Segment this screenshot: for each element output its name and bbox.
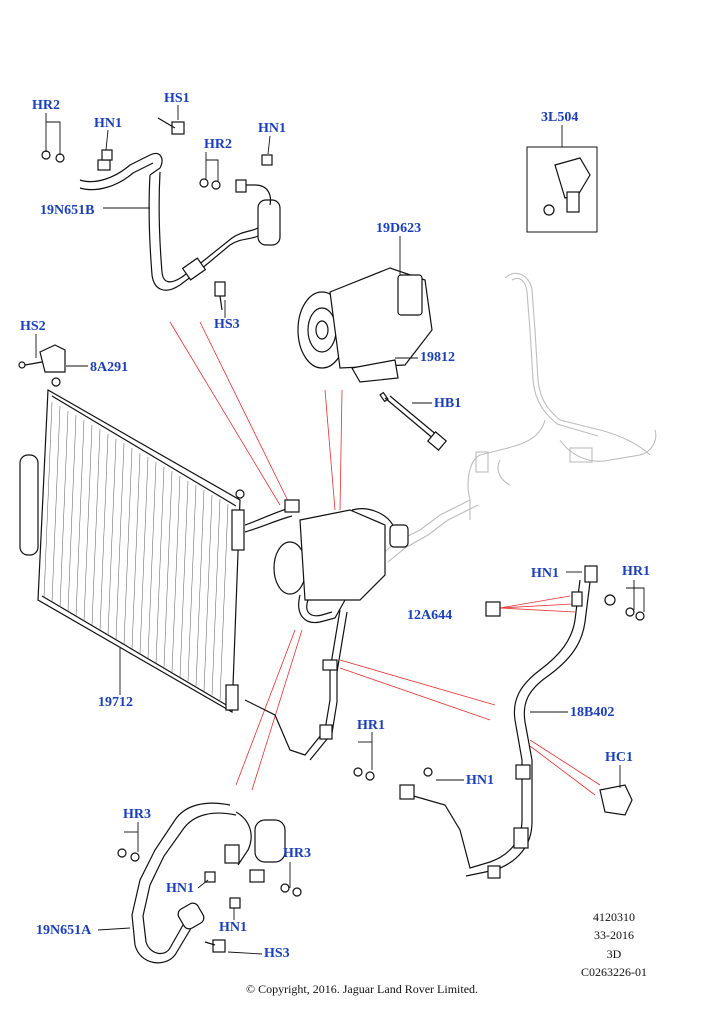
compressor-19d623 <box>297 267 448 451</box>
red-reference-lines <box>169 321 601 796</box>
label-19n651a: 19N651A <box>36 923 92 938</box>
label-19d623: 19D623 <box>376 221 422 236</box>
drawing-ref-code: C0263226-01 <box>581 965 647 979</box>
label-hs2: HS2 <box>20 319 46 334</box>
label-hc1: HC1 <box>605 750 633 765</box>
label-hb1: HB1 <box>434 396 462 411</box>
compressor-installed <box>244 499 409 761</box>
label-18b402: 18B402 <box>570 705 615 720</box>
label-hs1: HS1 <box>164 91 190 106</box>
label-hr2: HR2 <box>32 98 60 113</box>
hose-18b402 <box>353 565 645 879</box>
sensor-3l504 <box>526 146 598 233</box>
label-hr2: HR2 <box>204 137 232 152</box>
leader-lines <box>35 105 645 955</box>
label-8a291: 8A291 <box>90 360 129 375</box>
drawing-ref-date: 33-2016 <box>594 928 634 942</box>
hose-19n651a <box>117 802 302 964</box>
hose-19n651b <box>41 117 281 311</box>
drawing-ref-view: 3D <box>606 947 622 961</box>
label-3l504: 3L504 <box>541 110 579 125</box>
label-hn1: HN1 <box>94 116 122 131</box>
label-hn1: HN1 <box>531 566 559 581</box>
label-hn1: HN1 <box>219 920 247 935</box>
label-19n651b: 19N651B <box>40 203 95 218</box>
label-hs3: HS3 <box>214 317 240 332</box>
label-hn1: HN1 <box>466 773 494 788</box>
label-hn1: HN1 <box>258 121 286 136</box>
condenser-19712 <box>19 377 245 714</box>
copyright-notice: © Copyright, 2016. Jaguar Land Rover Lim… <box>245 982 479 996</box>
label-hr3: HR3 <box>123 807 151 822</box>
label-19812: 19812 <box>420 350 455 365</box>
label-hr1: HR1 <box>622 564 650 579</box>
label-12a644: 12A644 <box>407 608 453 623</box>
background-pipework <box>379 272 657 563</box>
bracket-8a291 <box>18 344 66 373</box>
label-hn1: HN1 <box>166 881 194 896</box>
label-hs3: HS3 <box>264 946 290 961</box>
label-19712: 19712 <box>98 695 133 710</box>
drawing-ref-number: 4120310 <box>593 910 635 924</box>
label-hr1: HR1 <box>357 718 385 733</box>
label-hr3: HR3 <box>283 846 311 861</box>
